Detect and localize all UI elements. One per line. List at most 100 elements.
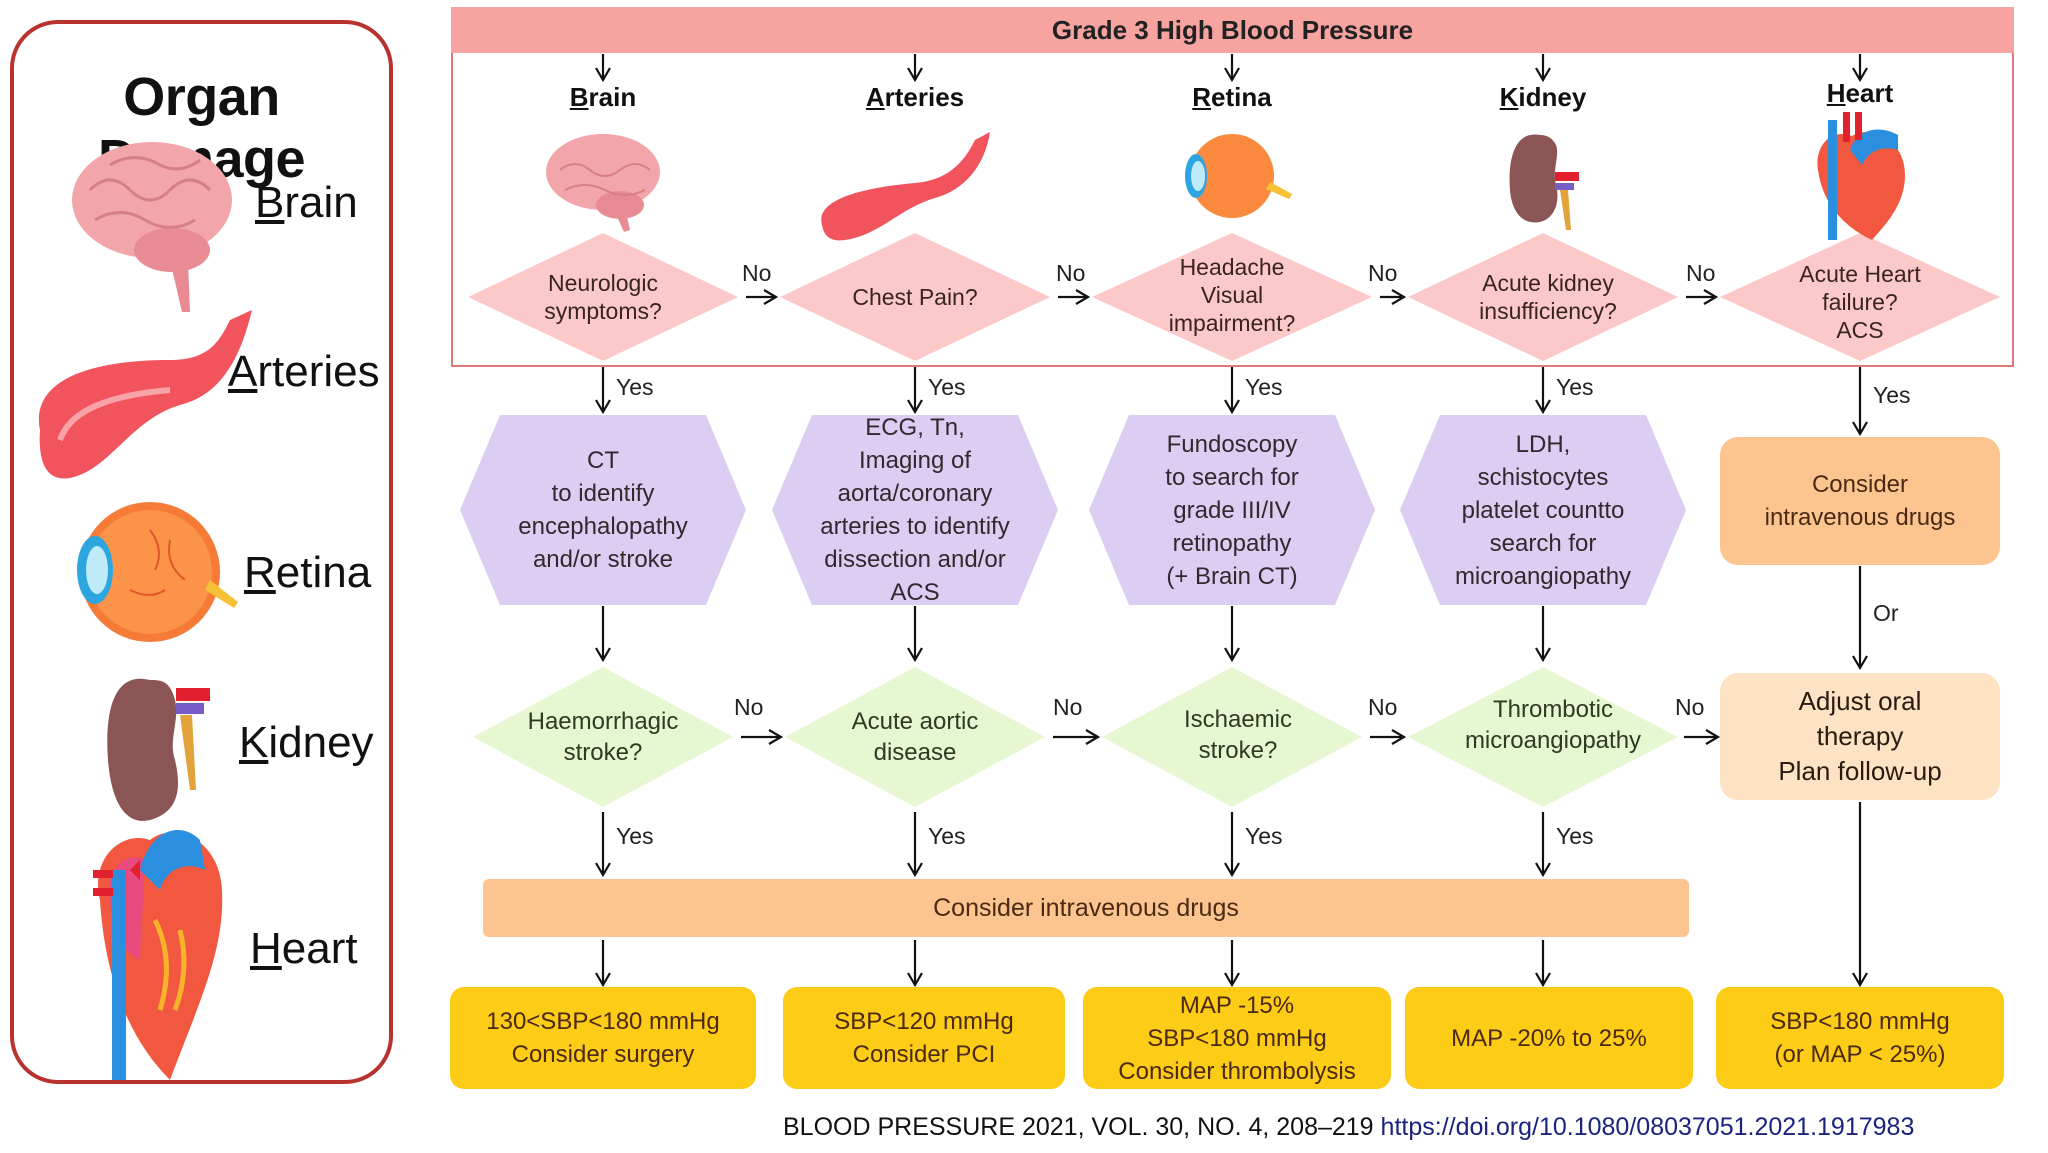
target-box-heart: SBP<180 mmHg(or MAP < 25%) [1716, 987, 2004, 1089]
kidney-icon [1509, 134, 1579, 230]
label-no-condition-3: No [1675, 694, 1705, 720]
workup-hexagon-0 [460, 415, 746, 605]
arrow-iv-to-target-0-head [595, 972, 611, 988]
arrow-yes-condition-2-head [1224, 862, 1240, 878]
arrow-yes-question-4-head [1852, 421, 1868, 437]
left-label-heart: Heart [250, 924, 358, 973]
arrow-yes-condition-3-head [1535, 862, 1551, 878]
eye-icon [1185, 134, 1292, 218]
arrow-header-to-column-3-head [1535, 67, 1551, 83]
arrow-iv-to-target-2-head [1224, 972, 1240, 988]
condition-diamond-3 [1408, 667, 1678, 807]
doi-link[interactable]: https://doi.org/10.1080/08037051.2021.19… [1380, 1113, 1915, 1141]
label-yes-question-1: Yes [928, 374, 966, 400]
arrow-or-head [1852, 655, 1868, 671]
iv-drugs-bar: Consider intravenous drugs [483, 879, 1689, 937]
artery-icon [821, 132, 990, 241]
arrow-yes-question-2-head [1224, 399, 1240, 415]
column-label-brain: Brain [569, 82, 637, 112]
label-yes-question-0: Yes [616, 374, 654, 400]
column-label-retina: Retina [1192, 82, 1272, 112]
left-label-brain: Brain [255, 178, 358, 227]
brain-icon [546, 134, 660, 232]
workup-hexagon-3 [1400, 415, 1686, 605]
arrow-no-condition-1-head [1085, 729, 1101, 745]
arrow-header-to-column-1-head [907, 67, 923, 83]
arrow-yes-question-0-head [595, 399, 611, 415]
left-label-retina: Retina [244, 548, 372, 597]
arrow-workup-to-condition-0-head [595, 647, 611, 663]
eye-icon [77, 502, 238, 642]
column-label-arteries: Arteries [865, 82, 965, 112]
arrow-yes-condition-1-head [907, 862, 923, 878]
arrow-adjust-to-target-head [1852, 972, 1868, 988]
column-label-heart: Heart [1826, 78, 1894, 108]
label-yes-condition-2: Yes [1245, 823, 1283, 849]
heart-icon [93, 830, 223, 1080]
label-no-condition-1: No [1053, 694, 1083, 720]
label-no-condition-0: No [734, 694, 764, 720]
label-yes-condition-0: Yes [616, 823, 654, 849]
arrow-yes-question-1-head [907, 399, 923, 415]
label-no-condition-2: No [1368, 694, 1398, 720]
label-or: Or [1873, 600, 1899, 626]
citation: BLOOD PRESSURE 2021, VOL. 30, NO. 4, 208… [783, 1113, 1914, 1142]
arrow-yes-condition-0-head [595, 862, 611, 878]
question-diamond-4 [1720, 233, 2000, 361]
question-diamond-3 [1408, 233, 1678, 361]
column-label-kidney: Kidney [1499, 82, 1587, 112]
arrow-header-to-column-2-head [1224, 67, 1240, 83]
arrow-iv-to-target-1-head [907, 972, 923, 988]
label-yes-question-4: Yes [1873, 382, 1911, 408]
arrow-no-condition-2-head [1391, 729, 1407, 745]
label-yes-question-2: Yes [1245, 374, 1283, 400]
arrow-header-to-column-0-head [595, 67, 611, 83]
arrow-no-condition-3-head [1705, 729, 1721, 745]
arrow-no-question-0-head [763, 289, 779, 305]
arrow-no-question-1-head [1075, 289, 1091, 305]
condition-diamond-0 [473, 667, 733, 807]
label-no-question-3: No [1686, 260, 1716, 286]
question-chest-pain: Chest Pain? [852, 284, 978, 310]
arrow-yes-question-3-head [1535, 399, 1551, 415]
header-bar [451, 7, 2014, 53]
arrow-header-to-column-4-head [1852, 67, 1868, 83]
label-no-question-0: No [742, 260, 772, 286]
label-yes-condition-3: Yes [1556, 823, 1594, 849]
question-diamond-0 [468, 233, 738, 361]
target-box-kidney: MAP -20% to 25% [1405, 987, 1693, 1089]
question-diamond-1 [780, 233, 1050, 361]
left-label-kidney: Kidney [239, 718, 374, 767]
label-yes-question-3: Yes [1556, 374, 1594, 400]
header-title: Grade 3 High Blood Pressure [1051, 15, 1414, 45]
workup-hexagon-1 [772, 415, 1058, 605]
arrow-no-condition-0-head [768, 729, 784, 745]
brain-icon [72, 142, 232, 312]
label-yes-condition-1: Yes [928, 823, 966, 849]
left-label-arteries: Arteries [228, 347, 380, 396]
condition-diamond-1 [785, 667, 1045, 807]
arrow-no-question-3-head [1703, 289, 1719, 305]
heart-icon [1817, 112, 1905, 240]
kidney-icon [107, 678, 210, 821]
workup-hexagon-2 [1089, 415, 1375, 605]
arrow-no-question-2-head [1391, 289, 1407, 305]
label-no-question-1: No [1056, 260, 1086, 286]
arrow-iv-to-target-3-head [1535, 972, 1551, 988]
